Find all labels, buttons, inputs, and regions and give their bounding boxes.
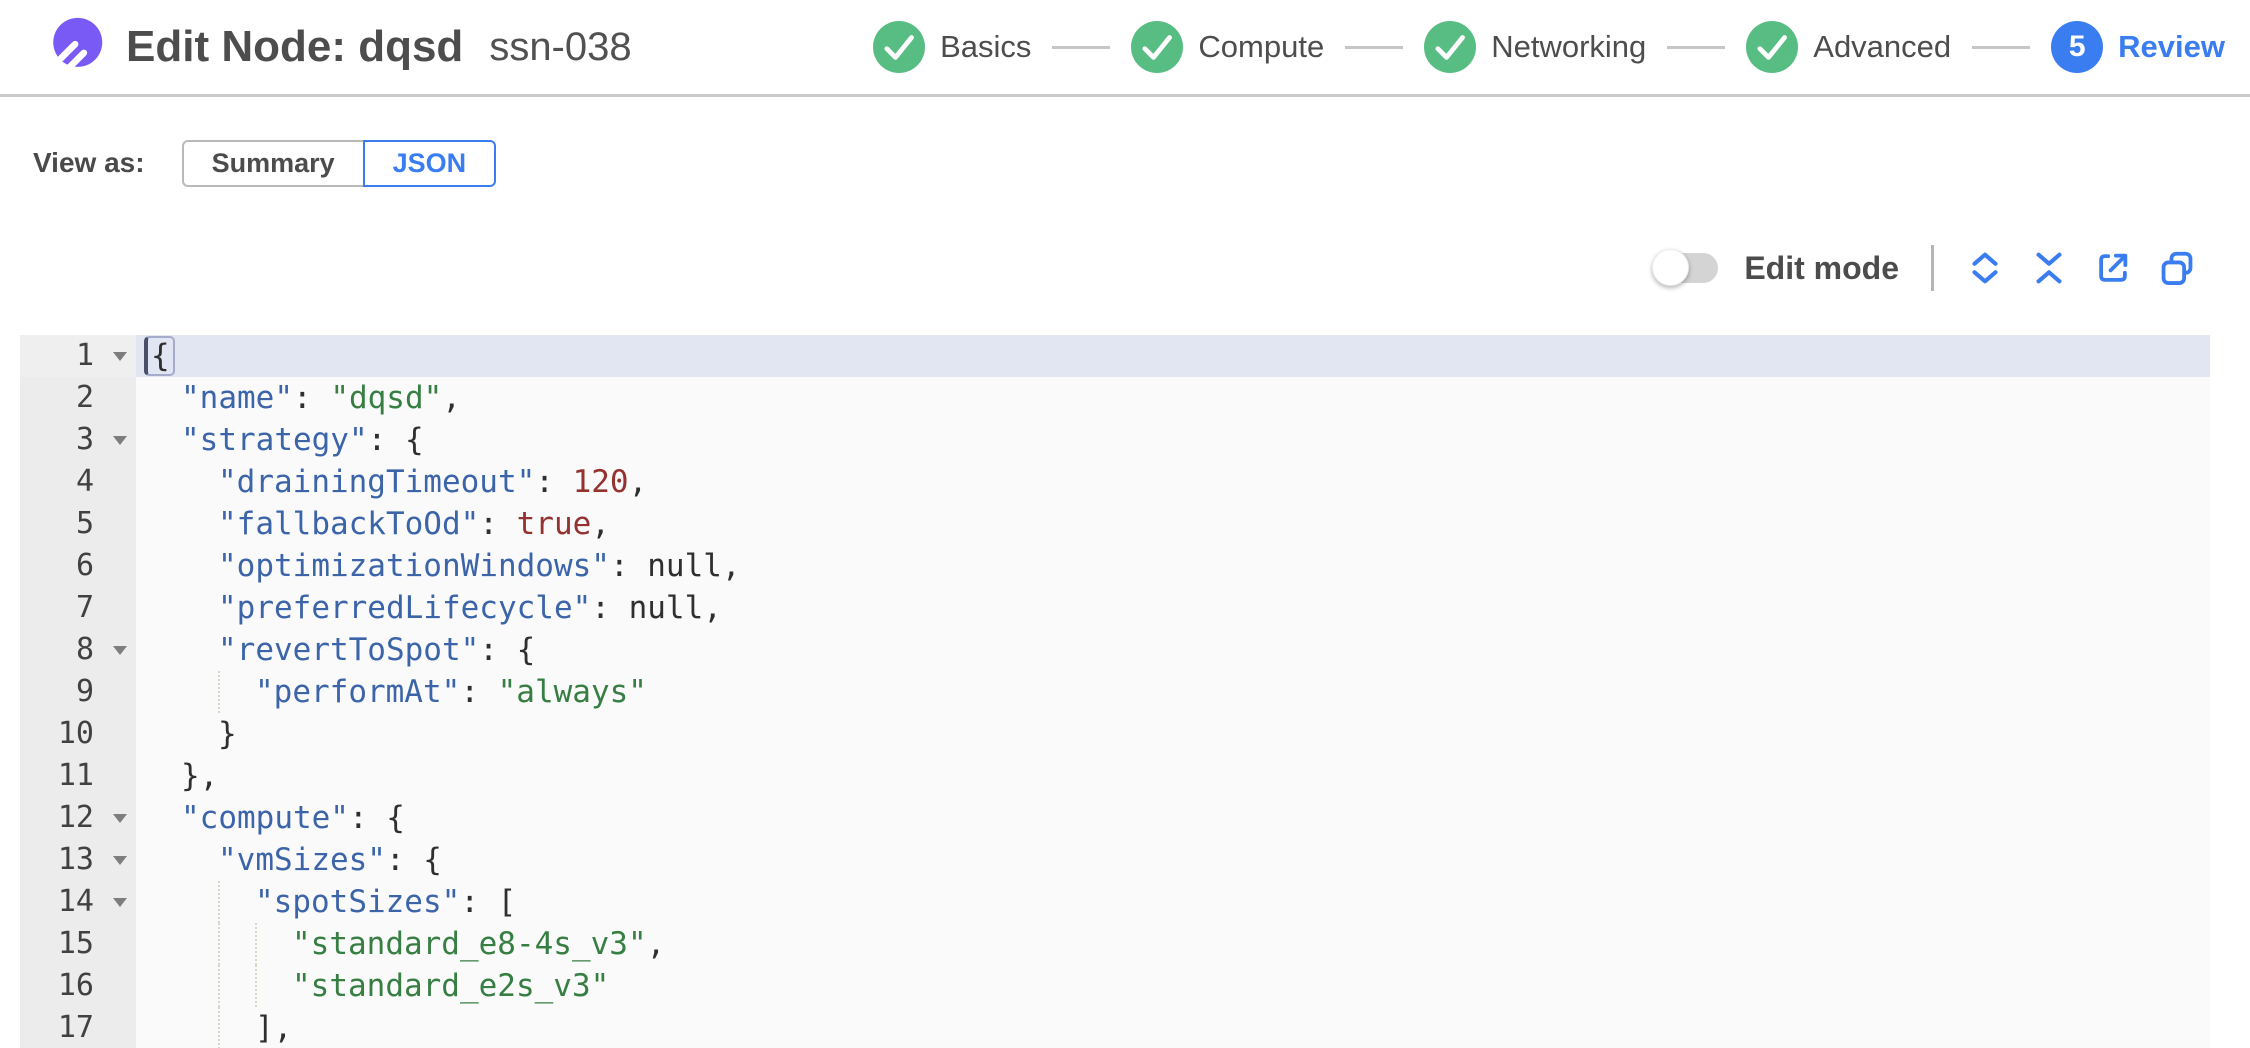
step-review[interactable]: 5 Review [2051,21,2225,73]
bracket-highlight-cursor: { [144,336,175,376]
line-number: 9 [20,671,136,713]
code-text[interactable]: "preferredLifecycle": null, [218,590,722,626]
editor-line-16[interactable]: 16"standard_e2s_v3" [20,965,2210,1007]
summary-tab[interactable]: Summary [181,139,365,187]
step-networking[interactable]: Networking [1424,21,1646,73]
step-connector [1667,45,1726,49]
expand-all-icon[interactable] [1966,249,2004,287]
editor-line-14[interactable]: 14"spotSizes": [ [20,881,2210,923]
line-number: 11 [20,755,136,797]
editor-line-15[interactable]: 15"standard_e8-4s_v3", [20,923,2210,965]
code-text[interactable]: "performAt": "always" [136,671,2210,713]
line-number: 14 [20,881,136,923]
editor-line-6[interactable]: 6 "optimizationWindows": null, [20,545,2210,587]
fold-arrow-icon[interactable] [113,352,127,361]
step-basics[interactable]: Basics [873,21,1031,73]
code-text[interactable]: { [136,335,2210,377]
fold-arrow-icon[interactable] [113,898,127,907]
code-text[interactable]: } [218,716,237,752]
collapse-all-icon[interactable] [2030,249,2068,287]
step-compute[interactable]: Compute [1131,21,1324,73]
line-number: 17 [20,1007,136,1048]
code-text[interactable]: "compute": { [181,800,405,836]
line-number: 2 [20,377,136,419]
editor-line-7[interactable]: 7 "preferredLifecycle": null, [20,587,2210,629]
json-tab[interactable]: JSON [362,139,497,187]
editor-line-12[interactable]: 12 "compute": { [20,797,2210,839]
line-number: 4 [20,461,136,503]
wizard-header: Edit Node: dqsd ssn-038 Basics Compute Net… [0,0,2250,97]
copy-icon[interactable] [2158,249,2196,287]
line-number: 7 [20,587,136,629]
page-title: Edit Node: dqsd [126,22,464,71]
view-as-label: View as: [33,147,145,178]
step-connector [1345,45,1404,49]
check-icon [1746,21,1799,73]
edit-mode-label: Edit mode [1744,249,1899,286]
toolbar-divider [1931,245,1934,291]
line-number: 8 [20,629,136,671]
fold-arrow-icon[interactable] [113,436,127,445]
line-number: 13 [20,839,136,881]
step-label: Review [2118,29,2225,64]
editor-line-3[interactable]: 3 "strategy": { [20,419,2210,461]
code-text[interactable]: "revertToSpot": { [218,632,536,668]
step-connector [1972,45,2031,49]
editor-line-8[interactable]: 8 "revertToSpot": { [20,629,2210,671]
fold-arrow-icon[interactable] [113,856,127,865]
line-number: 12 [20,797,136,839]
view-as-row: View as: Summary JSON [33,139,2250,187]
code-text[interactable]: ], [136,1007,2210,1048]
spot-logo-icon [48,17,104,80]
check-icon [873,21,926,73]
code-text[interactable]: "optimizationWindows": null, [218,548,741,584]
fold-arrow-icon[interactable] [113,814,127,823]
editor-toolbar: Edit mode [0,243,2196,293]
step-advanced[interactable]: Advanced [1746,21,1951,73]
step-label: Basics [940,29,1032,64]
code-text[interactable]: "name": "dqsd", [181,380,461,416]
step-connector [1052,45,1111,49]
editor-line-11[interactable]: 11}, [20,755,2210,797]
line-number: 6 [20,545,136,587]
line-number: 5 [20,503,136,545]
code-text[interactable]: "spotSizes": [ [136,881,2210,923]
editor-line-2[interactable]: 2 "name": "dqsd", [20,377,2210,419]
editor-line-4[interactable]: 4 "drainingTimeout": 120, [20,461,2210,503]
step-label: Advanced [1813,29,1952,64]
line-number: 10 [20,713,136,755]
json-code-editor[interactable]: 1{2 "name": "dqsd", 3 "strategy": { 4 "draini… [20,335,2210,1048]
code-text[interactable]: "standard_e8-4s_v3", [136,923,2210,965]
check-icon [1424,21,1477,73]
export-icon[interactable] [2094,249,2132,287]
line-number: 16 [20,965,136,1007]
toggle-knob [1652,249,1690,286]
line-number: 3 [20,419,136,461]
check-icon [1131,21,1184,73]
step-label: Compute [1198,29,1325,64]
editor-line-9[interactable]: 9"performAt": "always" [20,671,2210,713]
editor-line-17[interactable]: 17], [20,1007,2210,1048]
line-number: 1 [20,335,136,377]
stepper: Basics Compute Networking Advanced 5 Review [873,21,2225,73]
view-as-segmented-control: Summary JSON [181,139,497,187]
code-text[interactable]: "standard_e2s_v3" [136,965,2210,1007]
editor-line-1[interactable]: 1{ [20,335,2210,377]
editor-line-13[interactable]: 13 "vmSizes": { [20,839,2210,881]
code-text[interactable]: "drainingTimeout": 120, [218,464,648,500]
editor-line-10[interactable]: 10} [20,713,2210,755]
code-text[interactable]: }, [181,758,219,794]
editor-line-5[interactable]: 5 "fallbackToOd": true, [20,503,2210,545]
step-label: Networking [1491,29,1647,64]
node-id-subtitle: ssn-038 [489,24,632,69]
code-text[interactable]: "fallbackToOd": true, [218,506,610,542]
line-number: 15 [20,923,136,965]
step-number-badge: 5 [2051,21,2104,73]
code-text[interactable]: "strategy": { [181,422,424,458]
fold-arrow-icon[interactable] [113,646,127,655]
code-text[interactable]: "vmSizes": { [218,842,442,878]
editor-lines: 1{2 "name": "dqsd", 3 "strategy": { 4 "draini… [20,335,2210,1048]
edit-mode-toggle[interactable] [1652,249,1719,286]
